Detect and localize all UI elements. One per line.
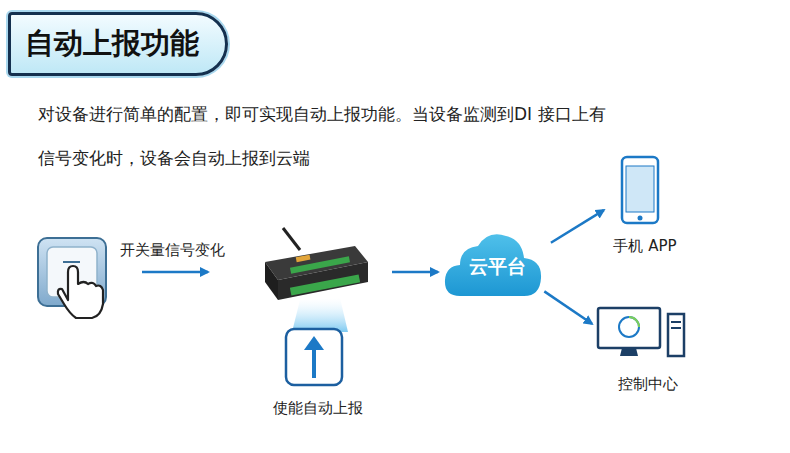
device-unit bbox=[265, 228, 368, 300]
connector bbox=[544, 291, 592, 323]
switch-icon bbox=[38, 238, 106, 318]
signal-arrow bbox=[142, 271, 208, 274]
glow bbox=[292, 298, 348, 332]
phone-node: 手机 APP bbox=[596, 154, 694, 256]
title-banner: 自动上报功能 bbox=[8, 12, 228, 76]
signal-label: 开关量信号变化 bbox=[120, 241, 225, 260]
upload-arrow bbox=[392, 271, 438, 274]
description: 对设备进行简单的配置，即可实现自动上报功能。当设备监测到DI 接口上有信号变化时… bbox=[38, 92, 612, 180]
pc-node: 控制中心 bbox=[592, 304, 704, 394]
node-text: 使能自动上报 bbox=[258, 399, 378, 418]
node-text: 手机 APP bbox=[596, 237, 694, 256]
cloud-node: 云平台 bbox=[442, 226, 552, 302]
enable-box: 使能自动上报 bbox=[258, 326, 378, 418]
title: 自动上报功能 bbox=[25, 24, 199, 64]
node-text: 云平台 bbox=[442, 254, 552, 280]
node-text: 控制中心 bbox=[592, 375, 704, 394]
connector bbox=[551, 210, 604, 243]
